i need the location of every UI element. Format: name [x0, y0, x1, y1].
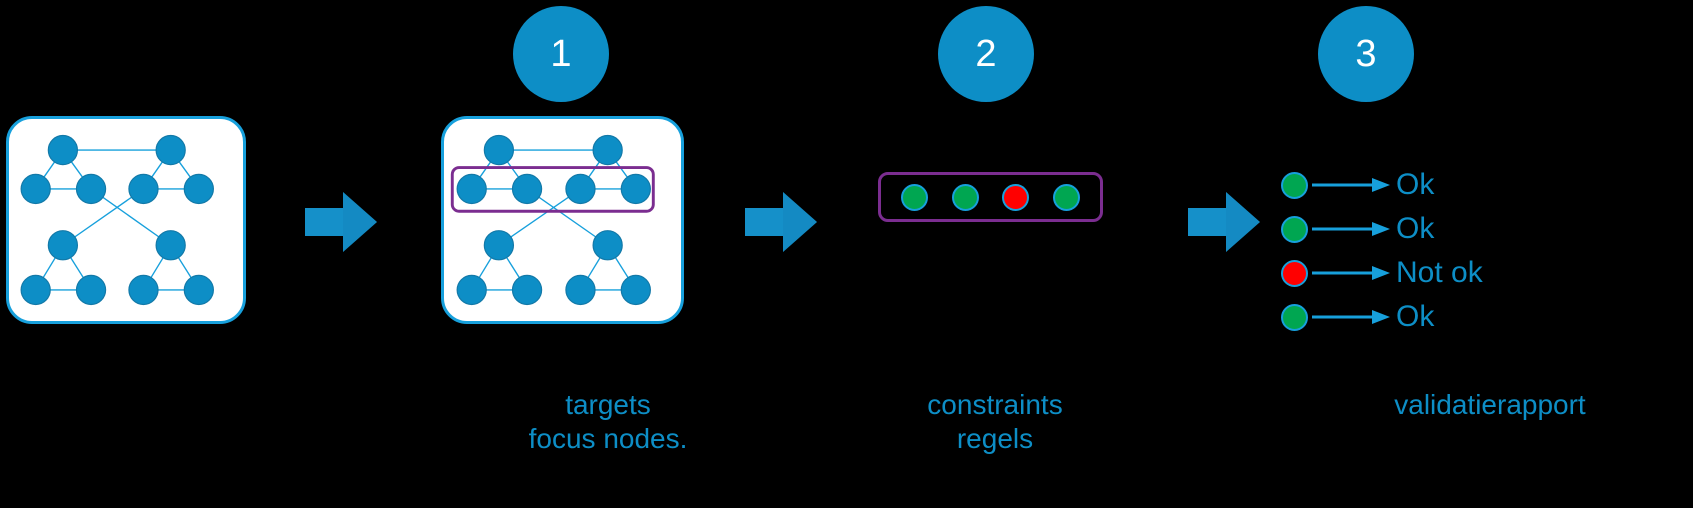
report-row: Ok: [1281, 163, 1681, 207]
report-label: Not ok: [1396, 256, 1483, 289]
report-arrow-icon: [1312, 310, 1390, 324]
data-graph-panel-highlighted: [441, 116, 684, 324]
flow-arrow-icon: [745, 192, 817, 252]
report-row: Not ok: [1281, 251, 1681, 295]
report-label: Ok: [1396, 212, 1435, 245]
step-number-3: 3: [1318, 6, 1414, 102]
caption-targets: targets focus nodes.: [528, 389, 688, 454]
report-status-dot-2: [1281, 215, 1308, 243]
report-label: Ok: [1396, 300, 1435, 333]
data-graph-panel: [6, 116, 246, 324]
report-arrow-icon: [1312, 178, 1390, 192]
caption-constraints: constraints regels: [927, 389, 1063, 454]
report-status-dot-3: [1281, 259, 1308, 287]
report-row: Ok: [1281, 295, 1681, 339]
report-status-dot-4: [1281, 303, 1308, 331]
constraint-dot-1: [900, 183, 928, 211]
constraint-dot-4: [1053, 183, 1081, 211]
constraint-dot-3: [1002, 183, 1030, 211]
step-number-1: 1: [513, 6, 609, 102]
report-status-dot-1: [1281, 171, 1308, 199]
report-arrow-icon: [1312, 222, 1390, 236]
caption-validation-report: validatierapport: [1394, 389, 1586, 420]
flow-arrow-icon: [1188, 192, 1260, 252]
graph-diagram-1: [20, 134, 214, 306]
flow-arrow-icon: [305, 192, 377, 252]
graph-diagram-2: [450, 134, 655, 306]
step-number-2: 2: [938, 6, 1034, 102]
constraint-dot-2: [951, 183, 979, 211]
report-label: Ok: [1396, 168, 1435, 201]
validation-report-list: Ok Ok Not ok Ok: [1281, 163, 1681, 339]
report-row: Ok: [1281, 207, 1681, 251]
constraints-box: [878, 172, 1103, 222]
report-arrow-icon: [1312, 266, 1390, 280]
target-selection-rect: [450, 166, 655, 213]
